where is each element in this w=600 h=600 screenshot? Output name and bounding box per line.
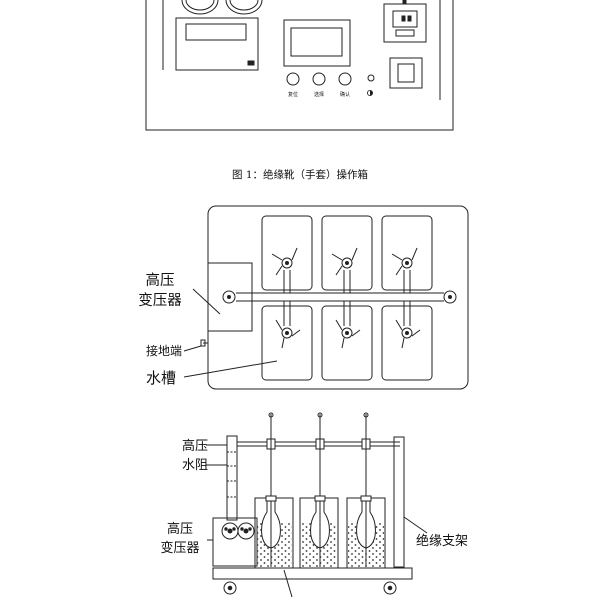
side-transformer-label-line1: 高压 xyxy=(167,521,193,537)
electrode-icon xyxy=(271,247,298,276)
leader-transformer xyxy=(192,288,221,315)
electrode-icon xyxy=(391,247,418,276)
figure1-caption: 图 1：绝缘靴（手套）操作箱 xyxy=(232,168,368,181)
rail-end-left xyxy=(222,290,236,304)
side-transformer-label-line2: 变压器 xyxy=(160,540,199,556)
panel-display xyxy=(283,19,351,67)
glove-icon xyxy=(261,500,281,549)
confirm-button-label: 确认 xyxy=(340,91,350,98)
meter-indicator-icon xyxy=(247,60,255,66)
glove-icon xyxy=(310,500,330,549)
tank-outline xyxy=(207,205,469,390)
panel-meter xyxy=(175,17,259,71)
select-button-label: 选择 xyxy=(314,91,324,98)
leader-ground xyxy=(183,345,202,352)
electrode-icon xyxy=(395,319,421,349)
indicator-light xyxy=(367,74,375,82)
tank-side-view xyxy=(206,412,428,598)
reset-button-label: 复位 xyxy=(288,91,298,98)
panel-outline xyxy=(145,0,454,131)
indicator-light-icon xyxy=(366,90,373,97)
operation-box-panel xyxy=(145,0,454,131)
water-resistor-label: 水阻 xyxy=(182,458,208,473)
electrode-icon xyxy=(275,319,301,349)
ground-label: 接地端 xyxy=(146,343,182,358)
reset-button[interactable] xyxy=(286,72,300,86)
leader-support xyxy=(403,516,428,534)
transformer-label-line1: 高压 xyxy=(146,272,175,289)
tank-cell xyxy=(321,215,373,291)
hv-label: 高压 xyxy=(182,438,208,454)
power-switch xyxy=(389,57,423,89)
support-label: 绝缘支架 xyxy=(416,533,468,549)
wheel-icon xyxy=(223,581,237,595)
tank-cell xyxy=(261,305,313,381)
tank-cell xyxy=(381,215,433,291)
tank-cell xyxy=(261,215,313,291)
tank-cell xyxy=(321,305,373,381)
leader-tank xyxy=(183,360,278,378)
rail-end-right xyxy=(443,290,457,304)
cart-base xyxy=(212,567,413,580)
insulating-support xyxy=(393,436,405,568)
tank-top-view xyxy=(183,205,469,390)
select-button[interactable] xyxy=(312,72,326,86)
gauge-left-icon xyxy=(181,0,219,15)
gauge-right-icon xyxy=(225,0,263,15)
leader-tank-bottom xyxy=(283,569,293,598)
electrode-icon xyxy=(331,247,358,276)
transformer-label-line2: 变压器 xyxy=(138,292,182,309)
wheel-icon xyxy=(383,581,397,595)
electrode-icon xyxy=(335,319,361,349)
glove-icon xyxy=(356,500,376,549)
transformer-box xyxy=(207,262,253,332)
confirm-button[interactable] xyxy=(338,72,352,86)
water-resistor xyxy=(226,435,238,521)
tank-label: 水槽 xyxy=(146,369,176,387)
tank-cell xyxy=(381,305,433,381)
